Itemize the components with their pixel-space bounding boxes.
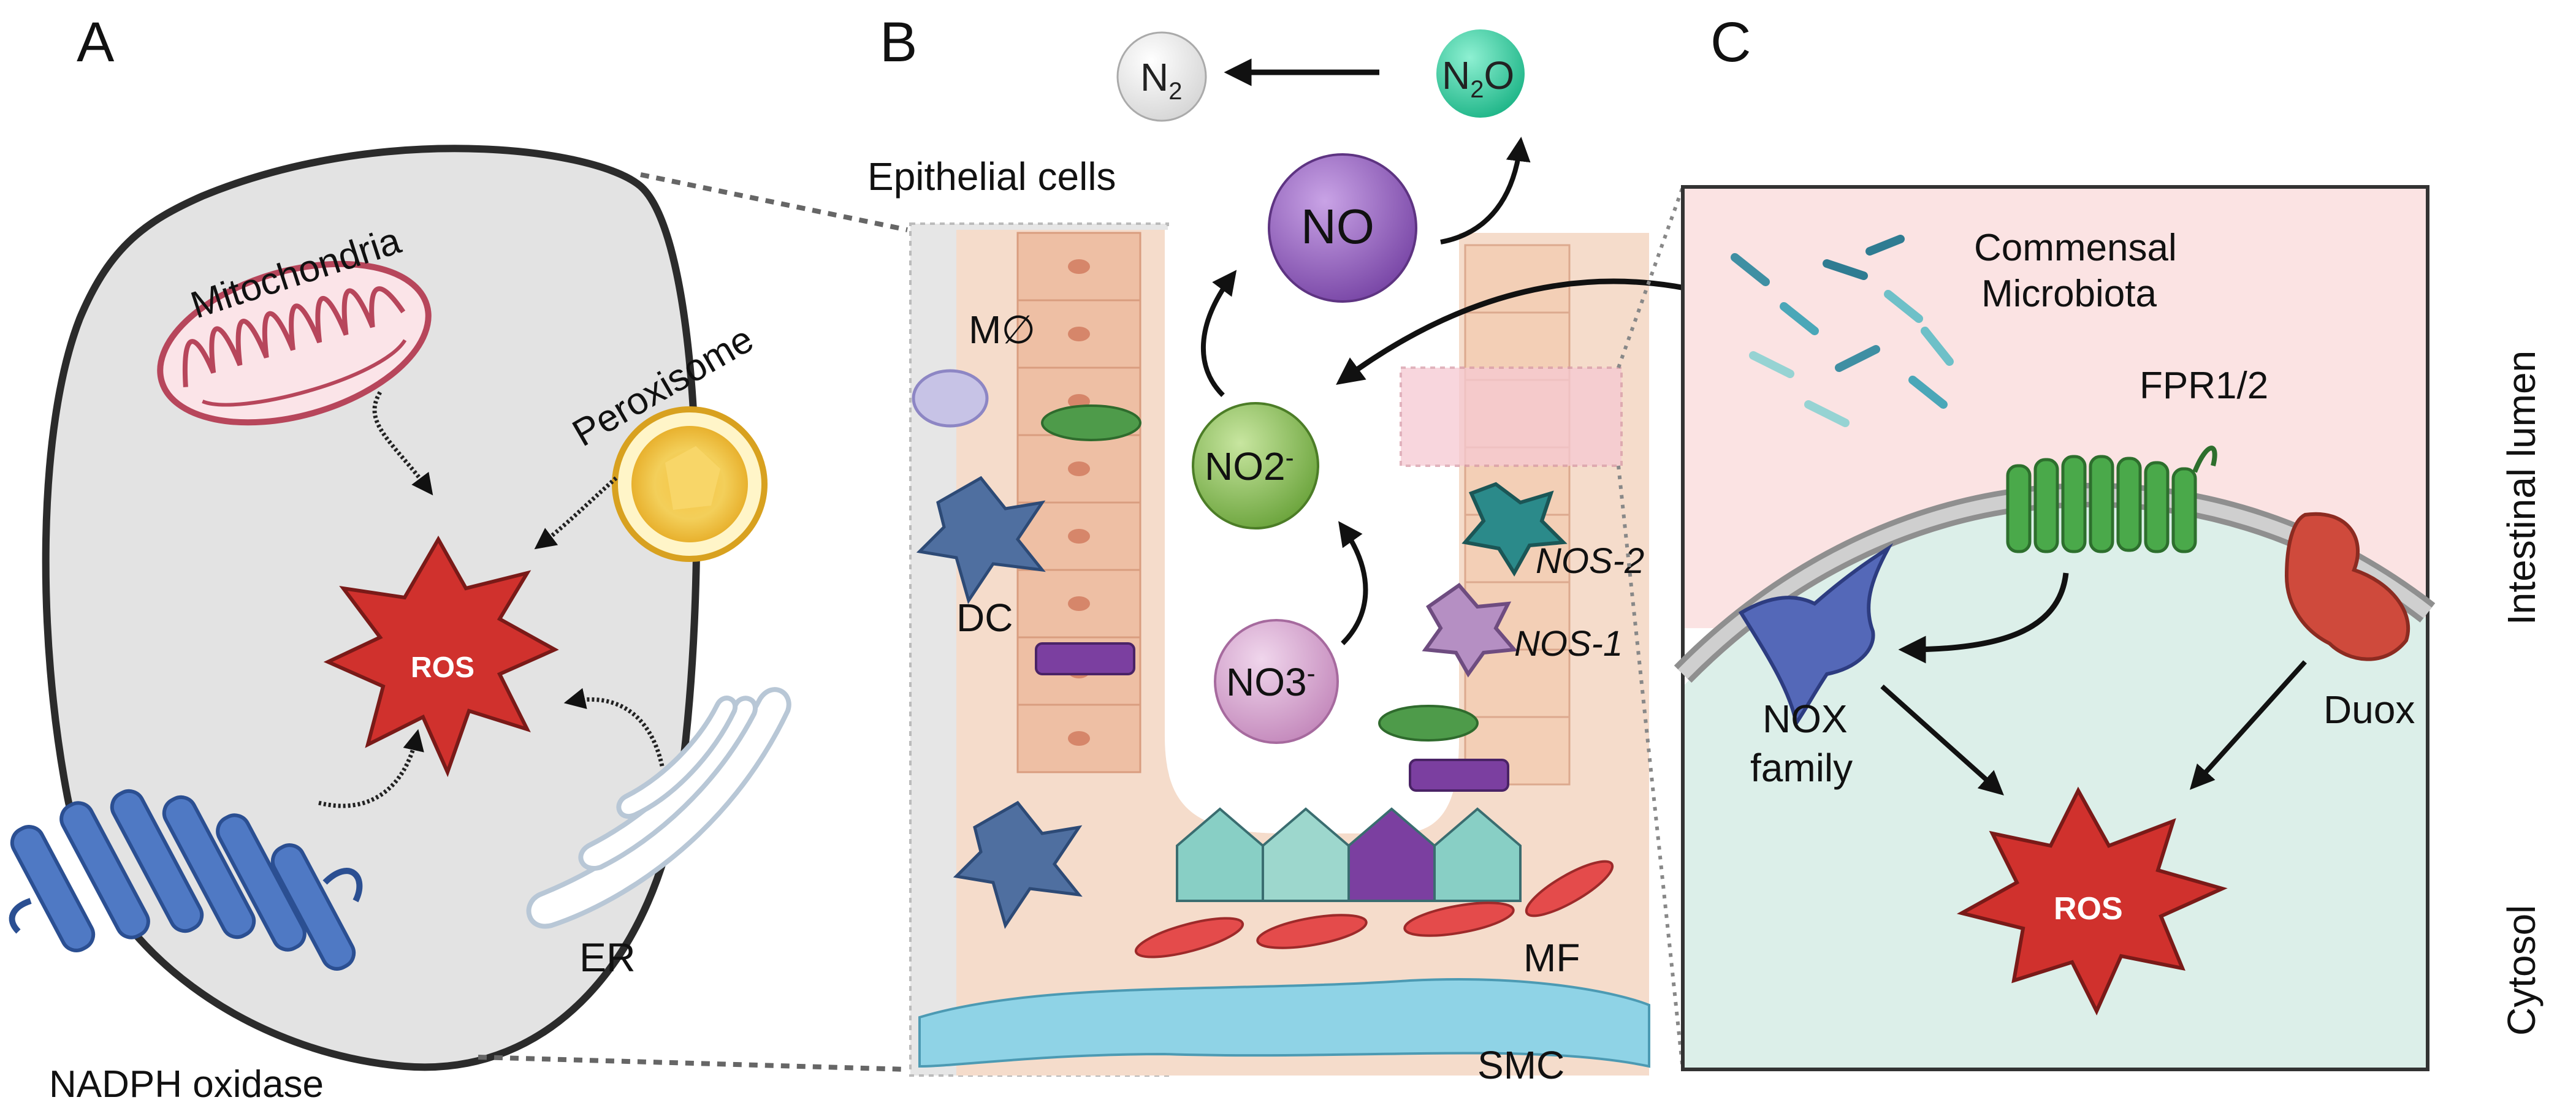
n2-molecule: N2 [1116,31,1207,122]
zoom-line-c-bottom [1617,465,1685,1070]
dendritic-cell-2 [953,800,1083,929]
smc-label: SMC [1477,1043,1564,1087]
smooth-muscle-layer [918,978,1650,1068]
er-organelle [526,687,791,929]
arrow-no-n2o [1440,137,1531,245]
mitochondria-organelle [157,260,432,426]
panel-a-letter: A [77,11,115,74]
arrow-er-ros [563,688,665,767]
zoom-line-top [640,172,908,232]
nadph-oxidase-label: NADPH oxidase [49,1063,324,1106]
arrow-nadph-ros [318,729,424,808]
nos2-label: NOS-2 [1536,541,1644,581]
nadph-oxidase-protein [9,789,363,971]
ros-label-c: ROS [2054,891,2123,927]
nox-label-line1: NOX [1762,697,1848,741]
nox-protein [1738,543,1894,728]
no3-molecule: NO3- [1214,619,1339,744]
panel-a: A Mitochondria Peroxisome ER ROS [9,11,908,1106]
arrow-duox-ros [2189,660,2307,790]
goblet-cells [1041,404,1479,742]
n2-label: N2 [1140,55,1182,105]
intestinal-lumen-label: Intestinal lumen [2499,351,2544,625]
no2-label: NO2- [1205,443,1294,488]
cytosol-label: Cytosol [2499,905,2544,1036]
er-label: ER [579,935,636,980]
no-label: NO [1301,199,1374,254]
zoom-line-c-top [1617,186,1685,369]
purple-cells [1035,642,1509,792]
microbiota-label-line2: Microbiota [1981,273,2157,315]
n2o-molecule: N2O [1436,29,1525,118]
macrophage-cell [912,369,989,428]
nox-label-line2: family [1750,746,1853,790]
myofibroblasts [1134,860,1614,958]
n2o-label: N2O [1442,53,1514,103]
arrow-nox-ros [1880,685,2004,796]
arrow-no2-no [1201,270,1237,397]
panel-c: C Commensal Microbiota [1674,11,2544,1071]
panel-b-letter: B [880,11,917,74]
ros-label-a: ROS [411,651,474,684]
zoom-line-bottom [478,1055,908,1072]
arrow-mito-ros [372,391,433,496]
duox-label: Duox [2323,688,2415,732]
no2-molecule: NO2- [1192,402,1319,529]
fpr-label: FPR1/2 [2140,365,2268,407]
nos2-enzyme [1461,482,1568,577]
nos1-enzyme [1422,582,1519,678]
peroxisome-organelle [612,406,768,562]
dendritic-cell [916,476,1046,604]
arrow-no3-no2 [1338,521,1368,645]
no3-label: NO3- [1226,659,1316,704]
crypt-base-cells [1176,807,1522,902]
epithelial-cells-label: Epithelial cells [867,154,1116,199]
ros-burst [323,535,559,778]
duox-protein [2284,512,2410,661]
ros-burst-c [1956,786,2228,1016]
fpr-receptor [2006,446,2217,553]
microbiota-label-line1: Commensal [1974,227,2177,269]
nos1-label: NOS-1 [1514,624,1623,664]
sampling-box [1400,366,1623,467]
no-molecule: NO [1268,153,1417,303]
panel-b: B [867,11,1761,1087]
dc-label: DC [956,596,1013,640]
mf-label: MF [1523,936,1580,980]
panel-c-frame [1681,185,2429,1071]
commensal-bacteria [1731,235,1954,427]
arrow-fpr-nox [1898,572,2069,664]
macrophage-label: M∅ [969,308,1035,352]
panel-c-letter: C [1710,11,1751,74]
